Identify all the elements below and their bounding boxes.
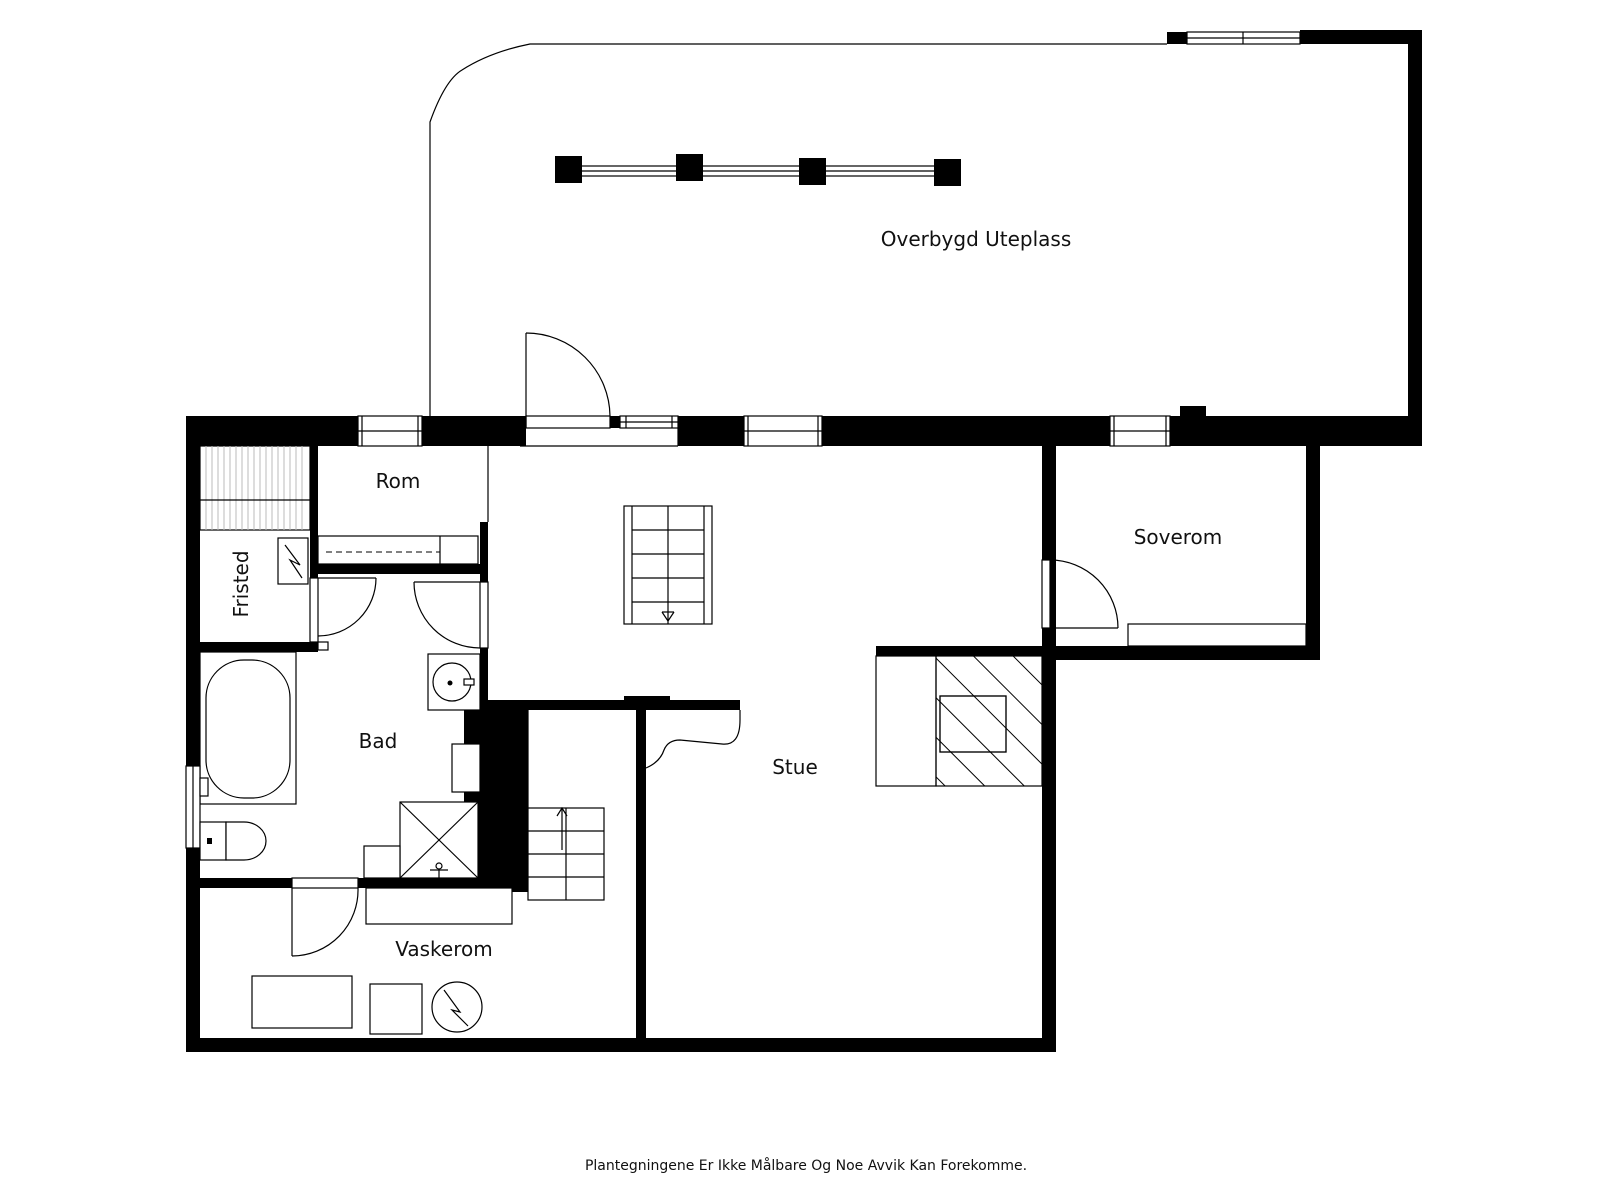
vaskerom-counter [365, 887, 513, 925]
room-label-vaskerom: Vaskerom [395, 937, 492, 961]
sauna-bench [199, 445, 311, 585]
interior-walls [200, 446, 1056, 1048]
windows-top [357, 415, 1171, 447]
fireplace [875, 655, 1043, 787]
bad-door [413, 581, 489, 649]
rom-bench [317, 446, 489, 565]
disclaimer: Plantegningene Er Ikke Målbare Og Noe Av… [585, 1157, 1027, 1174]
bathroom-cabinet [451, 743, 481, 793]
room-label-soverom: Soverom [1134, 525, 1223, 549]
soverom-wardrobe [1127, 623, 1307, 647]
terrace-outline [429, 43, 1167, 418]
room-label-fristed: Fristed [229, 550, 253, 617]
stue-ledge [645, 710, 741, 769]
shower [399, 801, 479, 879]
terrace-wall [1167, 30, 1422, 446]
sink [427, 653, 481, 711]
room-label-rom: Rom [376, 469, 421, 493]
entrance-door [519, 332, 679, 447]
terrace-window-top [1186, 31, 1301, 45]
fristed-door [309, 577, 377, 651]
vaskerom-appliances [251, 975, 483, 1035]
bathtub [199, 651, 297, 805]
terrace-posts [555, 154, 961, 186]
outer-walls [186, 406, 1320, 1052]
room-label-stue: Stue [772, 755, 818, 779]
room-label-bad: Bad [359, 729, 398, 753]
stairs-lower [527, 710, 605, 901]
window-left [185, 765, 209, 849]
bathroom-bench [363, 845, 401, 879]
soverom-door [1041, 559, 1119, 629]
vaskerom-door [291, 877, 359, 957]
room-label-overbygd-uteplass: Overbygd Uteplass [881, 227, 1072, 251]
toilet [199, 821, 267, 861]
stairs-upper [623, 505, 713, 625]
